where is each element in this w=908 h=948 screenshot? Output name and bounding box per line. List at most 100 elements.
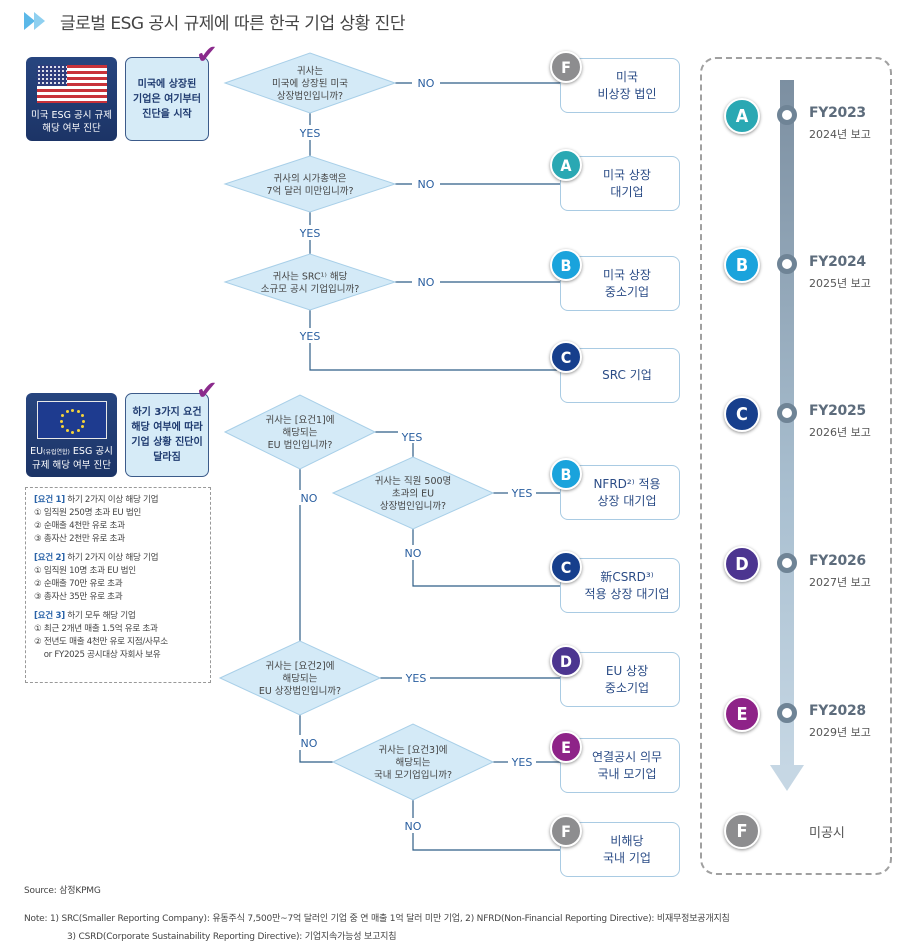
badge-f-icon: F [550, 51, 582, 83]
source-text: Source: 삼정KPMG [24, 886, 101, 896]
yes-label: YES [511, 487, 533, 500]
checkmark-icon: ✔ [196, 40, 218, 70]
no-label: NO [405, 547, 422, 560]
yes-label: YES [299, 227, 321, 240]
badge-c-icon: C [550, 341, 582, 373]
question-text: 귀사는 [요건1]에 [266, 415, 335, 426]
timeline-badge-c-icon: C [724, 396, 760, 432]
decision-diamond-3 [223, 253, 397, 311]
requirement-1: [요건 1] 하기 2가지 이상 해당 기업 ① 임직원 250명 초과 EU … [34, 495, 159, 544]
yes-label: YES [401, 431, 423, 444]
badge-c-icon: C [550, 551, 582, 583]
note-line-1: Note: 1) SRC(Smaller Reporting Company):… [24, 914, 730, 924]
question-text: 귀사는 직원 500명 [375, 476, 452, 487]
yes-label: YES [299, 330, 321, 343]
us-start-note: 미국에 상장된 기업은 여기부터 진단을 시작 [125, 57, 209, 141]
timeline-report-year: 2027년 보고 [809, 576, 871, 589]
no-label: NO [418, 178, 435, 191]
connector-line [299, 750, 333, 763]
eu-flag-card: EU(유럽연합) ESG 공시 규제 해당 여부 진단 [26, 393, 117, 477]
timeline-panel [700, 57, 892, 875]
question-text: 7억 달러 미만입니까? [266, 185, 353, 197]
question-text: 귀사의 시가총액은 [274, 172, 347, 184]
timeline-badge-b-icon: B [724, 247, 760, 283]
header: 글로벌 ESG 공시 규제에 따른 한국 기업 상황 진단 [22, 8, 405, 34]
badge-f-icon: F [550, 815, 582, 847]
decision-diamond-6 [218, 640, 382, 716]
badge-d-icon: D [550, 645, 582, 677]
timeline-undisclosed: 미공시 [809, 826, 845, 841]
no-label: NO [418, 77, 435, 90]
question-text: 해당되는 [396, 757, 431, 769]
timeline-arrow-icon [770, 765, 804, 791]
question-text: 해당되는 [283, 427, 318, 439]
timeline-bar [780, 80, 794, 770]
eu-flag-icon [36, 401, 107, 439]
question-text: 미국에 상장된 미국 [272, 78, 348, 90]
timeline-fy: FY2025 [809, 403, 866, 419]
us-flag-icon [36, 65, 107, 103]
decision-diamond-4 [223, 394, 377, 470]
checkmark-icon: ✔ [196, 376, 218, 406]
connector-line [412, 833, 560, 851]
badge-e-icon: E [550, 731, 582, 763]
question-text: 귀사는 [요건2]에 [266, 661, 335, 672]
question-text: 귀사는 [요건3]에 [379, 745, 448, 756]
no-label: NO [405, 820, 422, 833]
us-flag-card: 미국 ESG 공시 규제 해당 여부 진단 [26, 57, 117, 141]
eu-criteria-note: 하기 3가지 요건 해당 여부에 따라 기업 상황 진단이 달라짐 [125, 393, 209, 477]
timeline-fy: FY2023 [809, 105, 866, 121]
timeline-node-icon [777, 403, 797, 423]
timeline-report-year: 2025년 보고 [809, 277, 871, 290]
no-label: NO [301, 492, 318, 505]
timeline-node-icon [777, 105, 797, 125]
timeline-badge-a-icon: A [724, 98, 760, 134]
eu-flag-label: EU(유럽연합) ESG 공시 규제 해당 여부 진단 [30, 446, 113, 471]
yes-label: YES [299, 127, 321, 140]
decision-diamond-2 [223, 155, 397, 213]
yes-label: YES [405, 672, 427, 685]
no-label: NO [418, 276, 435, 289]
question-text: 상장법인입니까? [380, 500, 446, 512]
us-flag-label: 미국 ESG 공시 규제 해당 여부 진단 [31, 110, 112, 134]
timeline-badge-e-icon: E [724, 696, 760, 732]
timeline-node-icon [777, 254, 797, 274]
requirement-3: [요건 3] 하기 모두 해당 기업 ① 최근 2개년 매출 1.5억 유로 초… [34, 611, 168, 660]
timeline-report-year: 2026년 보고 [809, 426, 871, 439]
timeline-fy: FY2024 [809, 254, 866, 270]
question-text: 초과의 EU [392, 489, 434, 500]
question-text: 소규모 공시 기업입니까? [261, 283, 359, 295]
note-line-2: 3) CSRD(Corporate Sustainability Reporti… [67, 932, 397, 942]
question-text: 귀사는 [297, 66, 323, 77]
decision-diamond-1 [223, 52, 397, 114]
question-text: 상장법인입니까? [277, 90, 343, 102]
question-text: 해당되는 [283, 673, 318, 685]
question-text: 귀사는 SRC¹⁾ 해당 [273, 270, 348, 282]
question-text: EU 상장법인입니까? [259, 685, 341, 697]
connector-line [309, 343, 560, 371]
timeline-report-year: 2024년 보고 [809, 128, 871, 141]
result-box-c: SRC 기업 [560, 348, 680, 403]
no-label: NO [301, 737, 318, 750]
timeline-fy: FY2026 [809, 553, 866, 569]
badge-b-icon: B [550, 458, 582, 490]
decision-diamond-5 [331, 456, 495, 530]
result-box-e: 연결공시 의무 국내 모기업 [560, 738, 680, 793]
requirements-box: [요건 1] 하기 2가지 이상 해당 기업 ① 임직원 250명 초과 EU … [25, 487, 211, 683]
question-text: 국내 모기업입니까? [374, 769, 452, 781]
page-title: 글로벌 ESG 공시 규제에 따른 한국 기업 상황 진단 [60, 13, 405, 34]
question-text: EU 법인입니까? [268, 439, 333, 451]
decision-diamond-7 [331, 723, 495, 801]
timeline-fy: FY2028 [809, 703, 866, 719]
yes-label: YES [511, 756, 533, 769]
timeline-node-icon [777, 553, 797, 573]
timeline-report-year: 2029년 보고 [809, 726, 871, 739]
timeline-node-icon [777, 703, 797, 723]
timeline-badge-f-icon: F [724, 813, 760, 849]
connector-line [412, 560, 560, 587]
badge-b-icon: B [550, 249, 582, 281]
requirement-2: [요건 2] 하기 2가지 이상 해당 기업 ① 임직원 10명 초과 EU 법… [34, 553, 159, 602]
double-chevron-icon [22, 10, 52, 32]
badge-a-icon: A [550, 149, 582, 181]
